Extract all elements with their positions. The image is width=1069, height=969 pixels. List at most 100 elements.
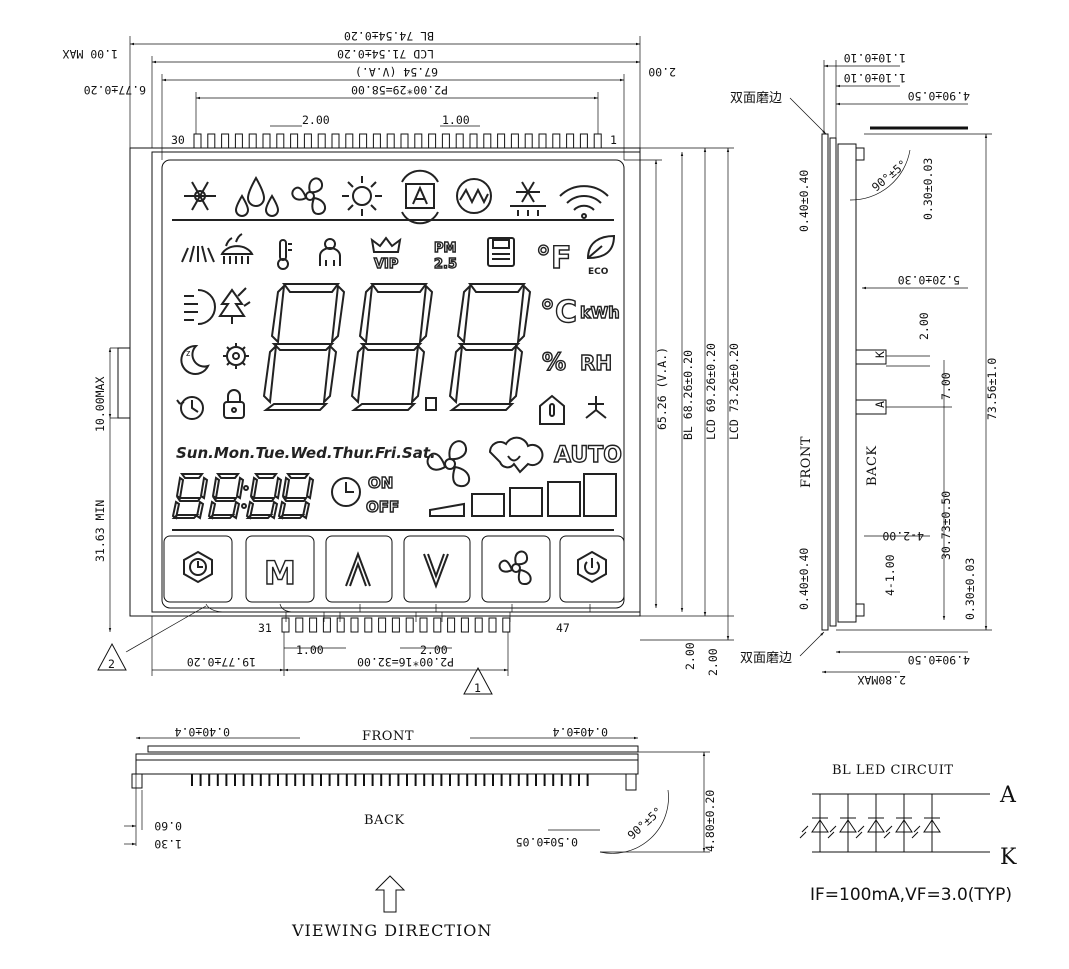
level-bars bbox=[429, 473, 617, 517]
top-pin bbox=[290, 133, 299, 149]
dim-bot-pitch: P2.00*16=32.00 bbox=[357, 655, 454, 669]
bottom-pins bbox=[281, 617, 511, 633]
svg-text:z: z bbox=[186, 348, 191, 358]
clock-digits bbox=[171, 473, 315, 520]
top-pin bbox=[441, 133, 450, 149]
marker-label-2: 2 bbox=[108, 657, 115, 671]
bottom-pin bbox=[378, 617, 387, 633]
side-angle: 90°±5° bbox=[869, 157, 910, 194]
viewing-area bbox=[161, 159, 625, 609]
rh-label: RH bbox=[580, 351, 612, 375]
side-glass-back bbox=[829, 137, 837, 627]
auto-label: AUTO bbox=[554, 443, 622, 468]
clock-button-icon bbox=[183, 550, 213, 584]
top-pin bbox=[234, 133, 243, 149]
fan-button-icon bbox=[498, 550, 532, 585]
side-dim-4200: 4-2.00 bbox=[882, 529, 924, 543]
side-back-label: BACK bbox=[865, 445, 880, 486]
moon-icon: z bbox=[180, 344, 210, 375]
bottom-pin bbox=[350, 617, 359, 633]
side-pin-bot bbox=[855, 603, 865, 617]
left-tab bbox=[117, 347, 130, 419]
eco-label: ECO bbox=[588, 267, 609, 277]
bottom-pin bbox=[336, 617, 345, 633]
bl-outline bbox=[129, 147, 641, 617]
power-button[interactable] bbox=[559, 535, 625, 603]
fan-button[interactable] bbox=[481, 535, 551, 603]
top-pin bbox=[593, 133, 602, 149]
dim-bl-height: BL 68.26±0.20 bbox=[681, 350, 695, 440]
led-emission-icon bbox=[911, 825, 921, 839]
led-emission-icon bbox=[799, 825, 809, 839]
vip-label: VIP bbox=[374, 257, 398, 272]
side-dim-520: 5.20±0.30 bbox=[898, 273, 960, 287]
dim-bot-one: 1.00 bbox=[296, 643, 324, 657]
bottom-pin bbox=[309, 617, 318, 633]
dim-left-max: 10.00MAX bbox=[93, 377, 107, 432]
top-pin bbox=[386, 133, 395, 149]
viewing-direction-label: VIEWING DIRECTION bbox=[291, 921, 492, 940]
dim-bot-left-offset: 19.77±0.20 bbox=[187, 655, 256, 669]
home-temp-icon bbox=[539, 394, 565, 425]
down-button[interactable] bbox=[403, 535, 471, 603]
side-dim-030bot: 0.30±0.03 bbox=[963, 558, 977, 620]
lock-icon bbox=[223, 389, 245, 419]
bottom-glass-top bbox=[147, 745, 639, 753]
top-pin bbox=[579, 133, 588, 149]
led-diode-icon bbox=[923, 817, 941, 833]
swing-icon bbox=[181, 245, 215, 263]
dim-right-b1: 2.00 bbox=[683, 642, 697, 670]
bottom-front-label: FRONT bbox=[362, 729, 414, 744]
top-pin bbox=[317, 133, 326, 149]
top-pin bbox=[345, 133, 354, 149]
digit-1 bbox=[262, 283, 346, 411]
marker-label-1: 1 bbox=[474, 681, 481, 695]
clock-button[interactable] bbox=[163, 535, 233, 603]
top-pin bbox=[276, 133, 285, 149]
on-label: ON bbox=[368, 474, 393, 492]
snowflake-icon bbox=[184, 181, 216, 211]
dim-va-width: 67.54 (V.A.) bbox=[355, 65, 438, 79]
top-pin bbox=[483, 133, 492, 149]
led-circuit: BL LED CIRCUIT A K IF=100mA,VF=3.0(TYP) bbox=[799, 763, 1017, 905]
bottom-dim-right: 0.40±0.4 bbox=[553, 725, 608, 739]
wind-swirl-icon bbox=[488, 436, 544, 474]
led-emission-icon bbox=[827, 825, 837, 839]
top-pin bbox=[552, 133, 561, 149]
bottom-view-pins bbox=[191, 774, 589, 786]
dim-bl-width: BL 74.54±0.20 bbox=[344, 29, 434, 43]
dim-max-top: 1.00 MAX bbox=[63, 47, 118, 61]
fan-speed-icon bbox=[184, 289, 216, 325]
percent-label: % bbox=[542, 348, 566, 376]
top-pin bbox=[248, 133, 257, 149]
pin-label-30: 30 bbox=[171, 133, 185, 147]
drops-icon bbox=[234, 175, 280, 217]
side-glass-front bbox=[821, 133, 829, 631]
side-note-top: 双面磨边 bbox=[730, 91, 782, 106]
dim-va-height: 65.26 (V.A.) bbox=[655, 347, 669, 430]
gear-icon bbox=[223, 343, 249, 369]
defrost-icon bbox=[510, 181, 546, 216]
dim-lcd-width: LCD 71.54±0.20 bbox=[337, 47, 434, 61]
up-arrow-icon bbox=[345, 551, 371, 587]
front-view: 30 1 31 47 BL 74.54±0.20 LCD 71.54±0.20 … bbox=[63, 29, 741, 695]
mode-button[interactable] bbox=[245, 535, 315, 603]
save-icon bbox=[487, 237, 515, 267]
pm-label: PM bbox=[434, 241, 456, 256]
bottom-pin bbox=[488, 617, 497, 633]
side-dim-040top: 0.40±0.40 bbox=[797, 170, 811, 232]
led-k-pin bbox=[855, 349, 887, 365]
top-pin bbox=[455, 133, 464, 149]
up-button[interactable] bbox=[325, 535, 393, 603]
side-front-label: FRONT bbox=[799, 436, 814, 488]
fan-icon bbox=[291, 177, 326, 216]
down-arrow-icon bbox=[423, 553, 449, 589]
auto-mode-icon bbox=[401, 169, 439, 225]
bottom-dim-left: 0.40±0.4 bbox=[175, 725, 230, 739]
top-pin bbox=[221, 133, 230, 149]
top-pin bbox=[414, 133, 423, 149]
top-pin bbox=[428, 133, 437, 149]
clock-colon-dot bbox=[243, 485, 249, 491]
bottom-pin bbox=[419, 617, 428, 633]
side-dim-490bot: 4.90±0.50 bbox=[908, 653, 970, 667]
